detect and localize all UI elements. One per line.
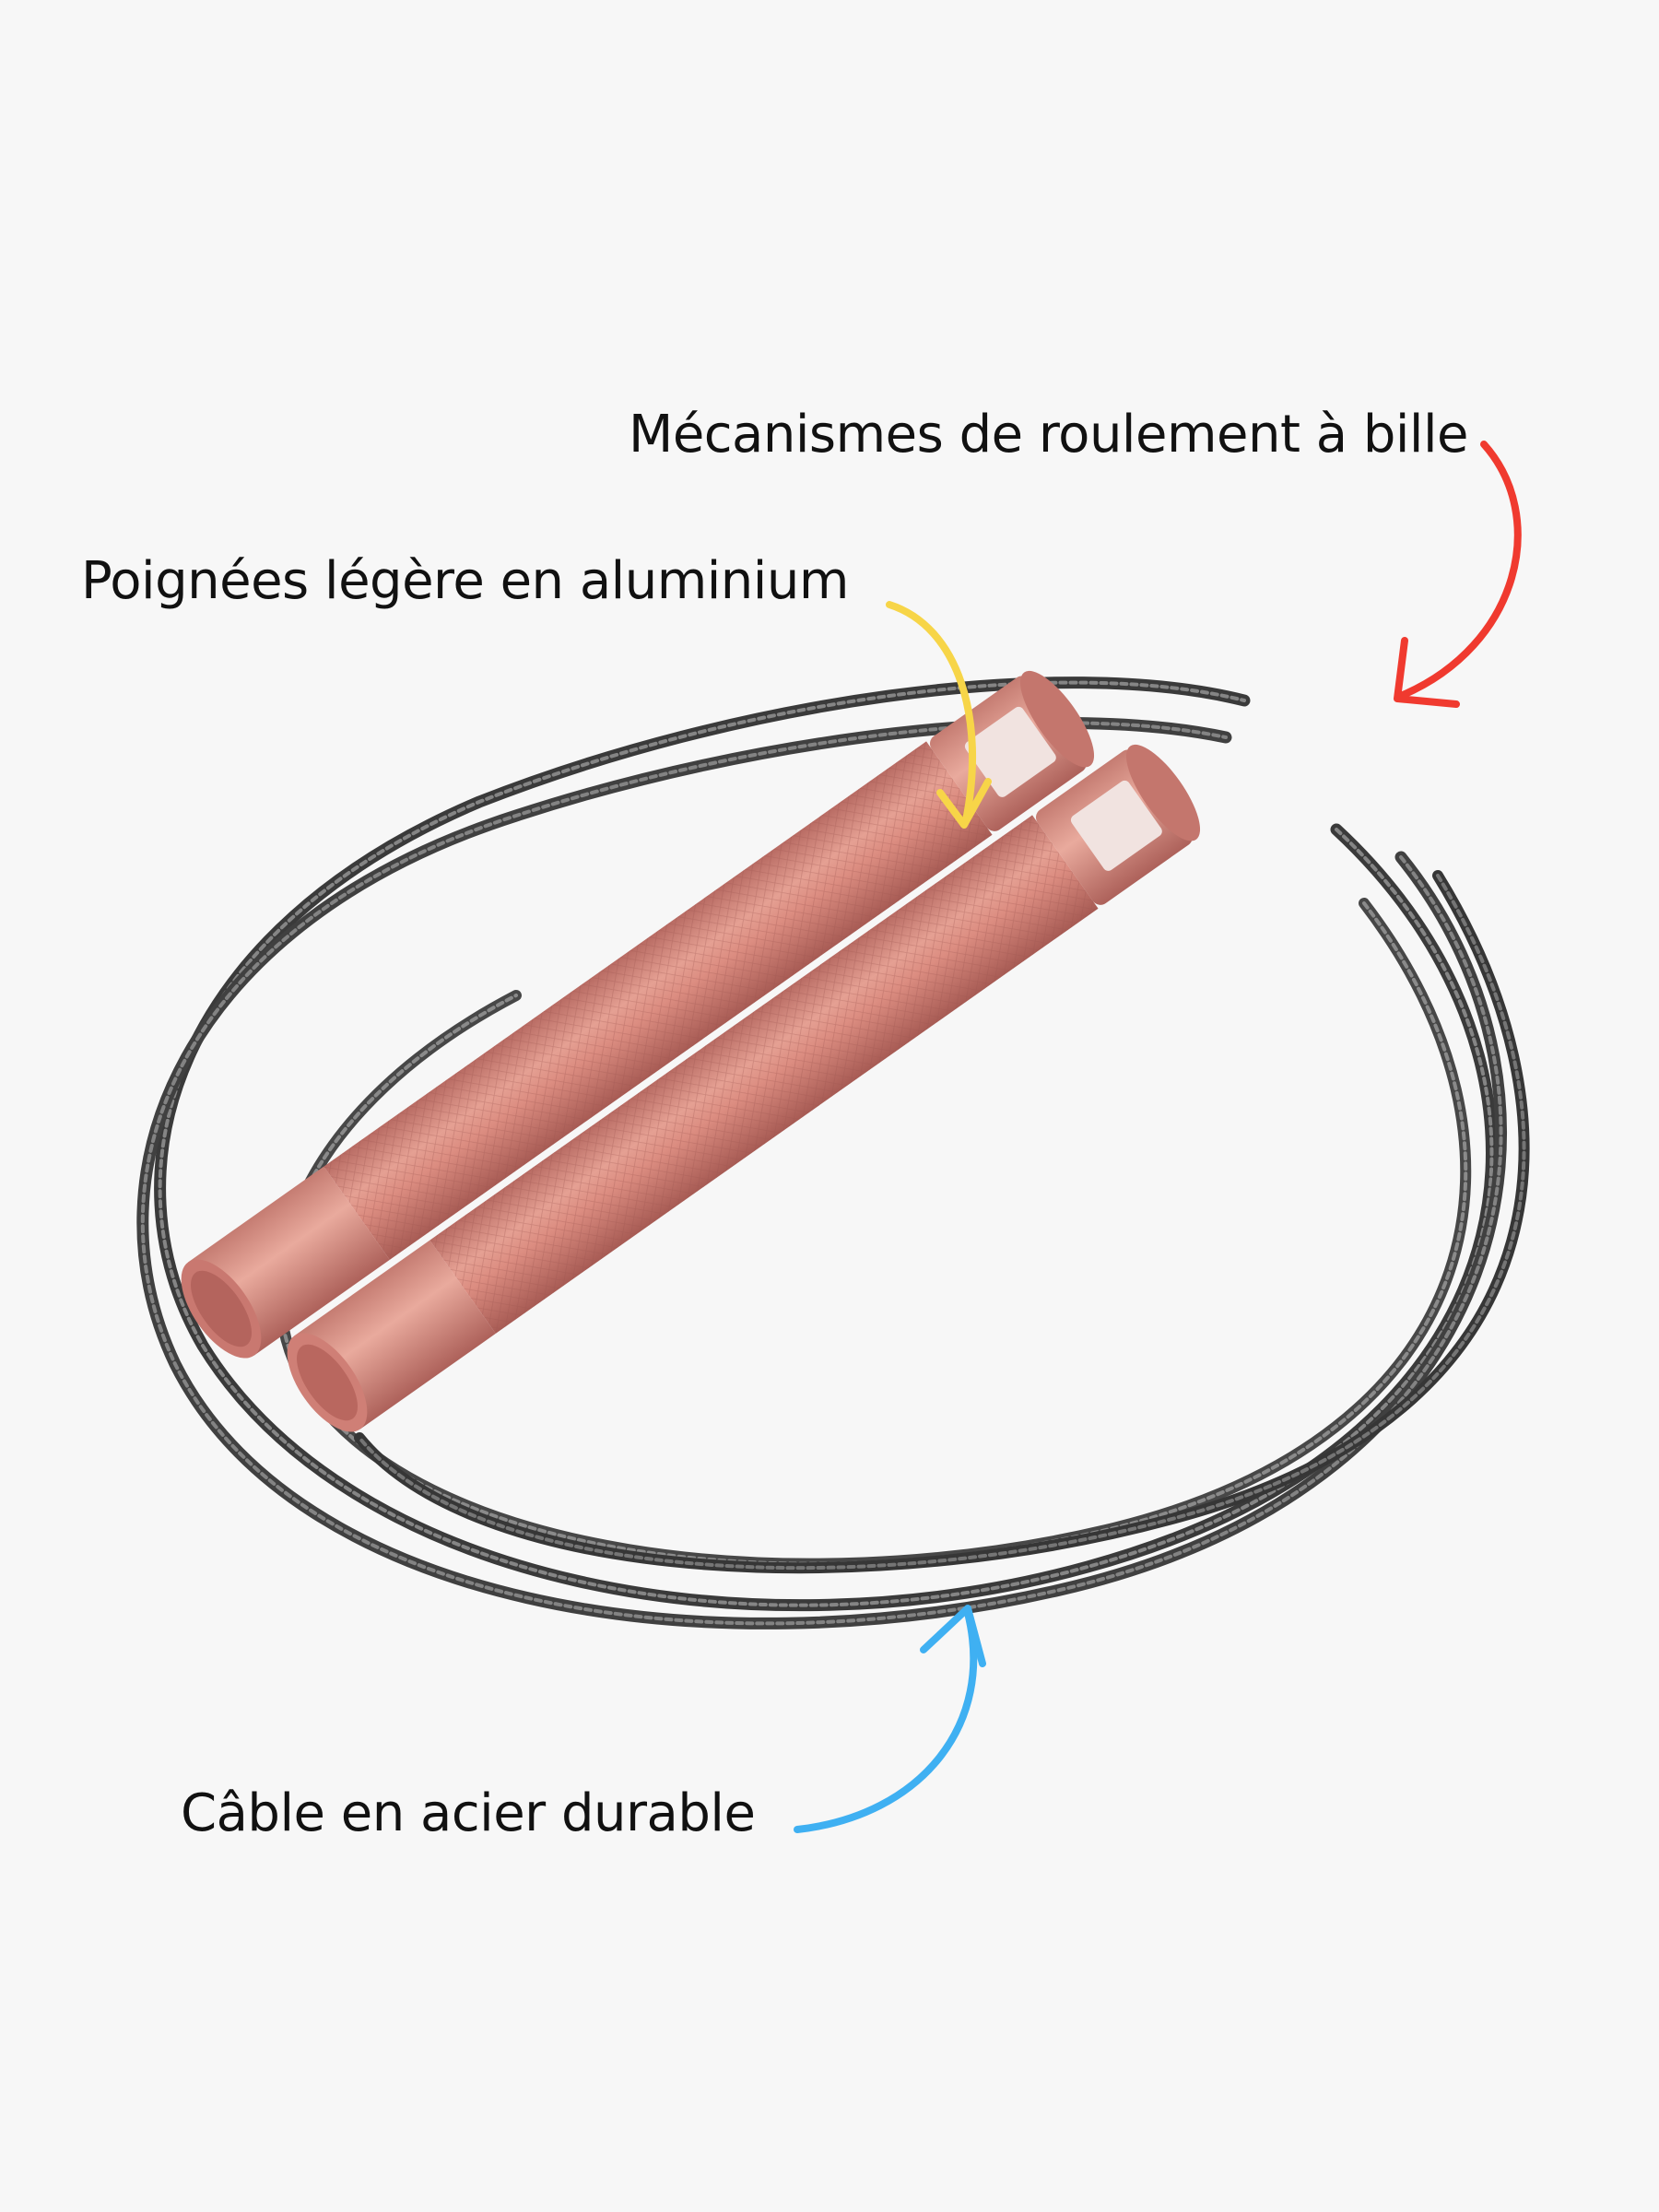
bearing-label: Mécanismes de roulement à bille	[629, 405, 1469, 465]
handles-label: Poignées légère en aluminium	[81, 551, 849, 611]
cable-label: Câble en acier durable	[181, 1783, 756, 1843]
cable-arrow	[794, 1605, 986, 1833]
steel-cable	[136, 677, 1530, 1630]
bearing-arrow	[1394, 441, 1522, 708]
handles-arrow	[886, 601, 992, 829]
handle-front	[287, 744, 1201, 1432]
handle-back	[181, 670, 1095, 1359]
